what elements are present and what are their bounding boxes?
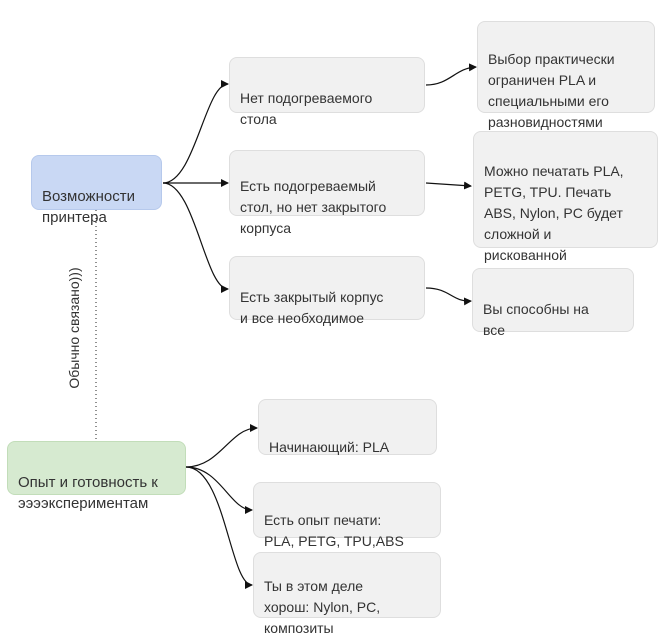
node-result-everything-label: Вы способны на все [483, 301, 589, 338]
connector-root1-child3 [162, 182, 229, 293]
root-printer-capabilities[interactable]: Возможности принтера [31, 155, 162, 226]
node-beginner-pla-label: Начинающий: PLA [269, 439, 390, 455]
root-experience-label: Опыт и готовность к ээээкспериментам [18, 474, 158, 512]
node-result-pla-only-label: Выбор практически ограничен PLA и специа… [488, 51, 615, 130]
relation-label: Обычно связано))) [66, 267, 82, 389]
node-heated-bed-no-enclosure-label: Есть подогреваемый стол, но нет закрытог… [240, 178, 387, 236]
node-enclosure-everything-label: Есть закрытый корпус и все необходимое [240, 289, 384, 326]
node-expert[interactable]: Ты в этом деле хорош: Nylon, PC, компози… [253, 552, 441, 636]
connector-child2-result [425, 181, 472, 190]
node-result-pla-petg-tpu-label: Можно печатать PLA, PETG, TPU. Печать AB… [484, 163, 624, 263]
connector-child1-result [425, 63, 477, 86]
connector-root2-child3 [185, 466, 253, 589]
node-experienced[interactable]: Есть опыт печати: PLA, PETG, TPU,ABS [253, 482, 441, 549]
connector-child3-result [425, 287, 472, 306]
node-enclosure-everything[interactable]: Есть закрытый корпус и все необходимое [229, 256, 425, 326]
node-no-heated-bed[interactable]: Нет подогреваемого стола [229, 57, 425, 127]
connector-root2-child1 [185, 424, 258, 468]
node-no-heated-bed-label: Нет подогреваемого стола [240, 90, 373, 127]
node-result-everything[interactable]: Вы способны на все [472, 268, 634, 338]
connectors-layer [95, 63, 477, 589]
node-result-pla-only[interactable]: Выбор практически ограничен PLA и специа… [477, 21, 655, 130]
connector-root2-child2 [185, 466, 253, 514]
node-heated-bed-no-enclosure[interactable]: Есть подогреваемый стол, но нет закрытог… [229, 150, 425, 236]
connector-root1-child1 [162, 80, 229, 184]
node-beginner-pla[interactable]: Начинающий: PLA [258, 399, 437, 455]
node-experienced-label: Есть опыт печати: PLA, PETG, TPU,ABS [264, 512, 404, 549]
node-expert-label: Ты в этом деле хорош: Nylon, PC, компози… [264, 578, 381, 636]
node-result-pla-petg-tpu[interactable]: Можно печатать PLA, PETG, TPU. Печать AB… [473, 131, 658, 263]
root-printer-capabilities-label: Возможности принтера [42, 188, 135, 226]
root-experience[interactable]: Опыт и готовность к ээээкспериментам [7, 441, 186, 512]
